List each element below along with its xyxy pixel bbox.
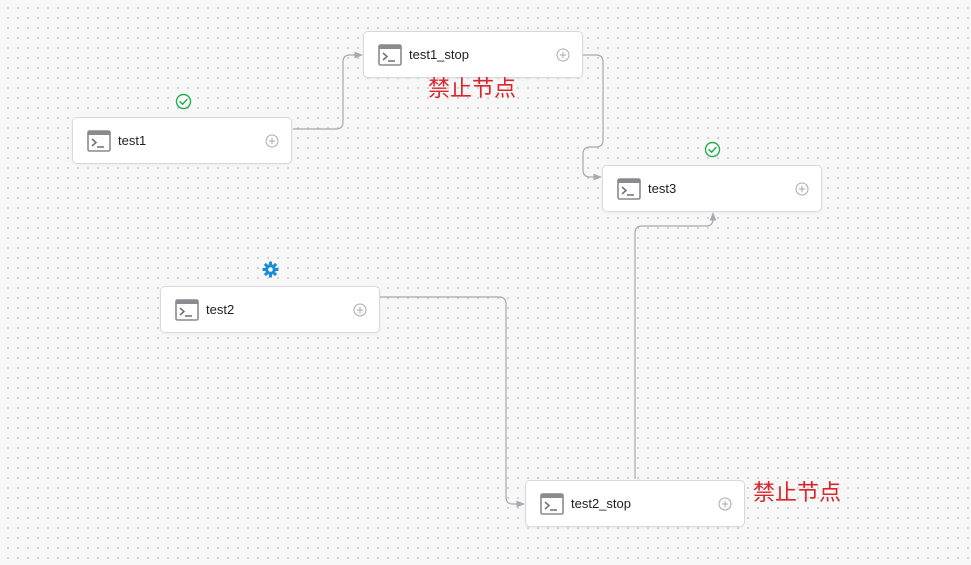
annotation-test2-stop: 禁止节点 bbox=[753, 481, 842, 506]
node-label: test2_stop bbox=[571, 496, 631, 511]
terminal-icon bbox=[378, 44, 402, 66]
node-test1-stop[interactable]: test1_stop bbox=[363, 31, 583, 78]
check-circle-icon bbox=[175, 93, 192, 110]
plus-circle-icon[interactable] bbox=[353, 303, 367, 317]
terminal-icon bbox=[175, 299, 199, 321]
plus-circle-icon[interactable] bbox=[556, 48, 570, 62]
plus-circle-icon[interactable] bbox=[265, 134, 279, 148]
edge-test2-to-test2-stop[interactable] bbox=[380, 296, 525, 508]
edge-test2-stop-to-test3[interactable] bbox=[634, 212, 717, 479]
node-test1[interactable]: test1 bbox=[72, 117, 292, 164]
edge-test1-stop-to-test3[interactable] bbox=[582, 54, 604, 181]
node-test2-stop[interactable]: test2_stop bbox=[525, 480, 745, 527]
node-label: test1_stop bbox=[409, 47, 469, 62]
gear-icon bbox=[262, 261, 279, 278]
plus-circle-icon[interactable] bbox=[718, 497, 732, 511]
check-circle-icon bbox=[704, 141, 721, 158]
terminal-icon bbox=[540, 493, 564, 515]
node-label: test2 bbox=[206, 302, 235, 317]
node-label: test1 bbox=[118, 133, 147, 148]
plus-circle-icon[interactable] bbox=[795, 182, 809, 196]
terminal-icon bbox=[87, 130, 111, 152]
edge-test1-to-test1-stop[interactable] bbox=[293, 51, 363, 130]
node-test2[interactable]: test2 bbox=[160, 286, 380, 333]
annotation-test1-stop: 禁止节点 bbox=[428, 77, 517, 102]
node-label: test3 bbox=[648, 181, 677, 196]
node-test3[interactable]: test3 bbox=[602, 165, 822, 212]
terminal-icon bbox=[617, 178, 641, 200]
